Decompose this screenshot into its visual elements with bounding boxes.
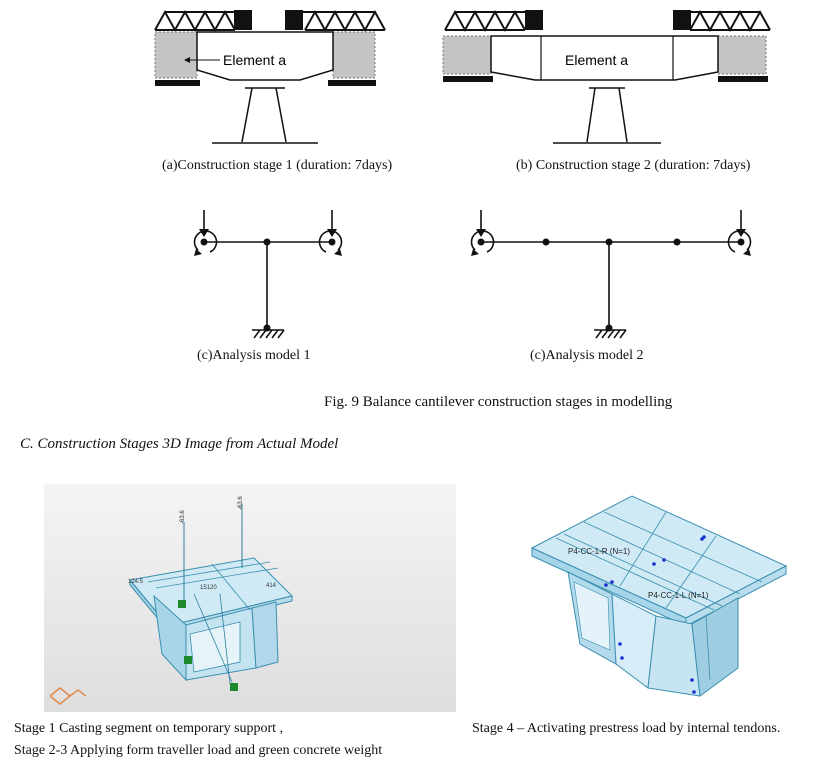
node xyxy=(477,238,485,246)
dimension-label: 414 xyxy=(266,583,277,589)
dimension-label: 15120 xyxy=(200,585,217,591)
node xyxy=(263,238,271,246)
tendon-label-left: P4-CC-1-L (N=1) xyxy=(648,591,709,600)
dimension-label: 124.5 xyxy=(128,579,144,585)
analysis-model-1 xyxy=(193,210,343,339)
node xyxy=(605,324,613,332)
load-arrow-icon xyxy=(327,229,337,237)
pier xyxy=(553,87,661,144)
new-segment-right xyxy=(332,31,376,79)
moment-arrow-icon xyxy=(743,249,751,256)
pier-segment xyxy=(196,31,334,81)
load-label: -63.6 xyxy=(238,496,244,510)
load-label: -63.6 xyxy=(180,510,186,524)
formwork-left xyxy=(443,76,493,82)
support-marker xyxy=(184,656,192,664)
stage2-caption: (b) Construction stage 2 (duration: 7day… xyxy=(516,158,751,173)
new-segment-left xyxy=(154,31,198,79)
stage1-caption: (a)Construction stage 1 (duration: 7days… xyxy=(162,158,393,173)
tendon-dots xyxy=(604,535,706,694)
form-traveller-left xyxy=(444,9,526,33)
node xyxy=(605,238,613,246)
load-arrow-icon xyxy=(199,229,209,237)
axis-triad-icon xyxy=(49,687,87,705)
moment-arrow-icon xyxy=(334,249,342,256)
traveller-block-right xyxy=(673,10,691,30)
model-viewport-right: P4-CC-1-R (N=1) P4-CC-1-L (N=1) xyxy=(516,490,832,710)
left-image-caption: Stage 1 Casting segment on temporary sup… xyxy=(14,718,464,762)
new-segment-left xyxy=(442,35,492,75)
element-a-label: Element a xyxy=(223,52,286,68)
tendon-label-right: P4-CC-1-R (N=1) xyxy=(568,547,630,556)
stage2-diagram: Element a xyxy=(442,9,771,144)
right-image-caption: Stage 4 – Activating prestress load by i… xyxy=(472,721,781,736)
node xyxy=(200,238,208,246)
formwork-right xyxy=(328,80,376,86)
node xyxy=(737,238,745,246)
support-marker xyxy=(230,683,238,691)
model2-caption: (c)Analysis model 2 xyxy=(530,348,644,363)
model-viewport-left: -63.6 -63.6 124.5 15120 414 xyxy=(44,484,456,712)
load-arrow-icon xyxy=(476,229,486,237)
stage1-diagram: Element a xyxy=(154,9,386,144)
new-segment-right xyxy=(717,35,767,75)
traveller-block-right xyxy=(285,10,303,30)
traveller-block-left xyxy=(525,10,543,30)
box-girder-stage4: P4-CC-1-R (N=1) P4-CC-1-L (N=1) xyxy=(530,495,788,697)
left-caption-line2: Stage 2-3 Applying form traveller load a… xyxy=(14,743,383,758)
figure-caption: Fig. 9 Balance cantilever construction s… xyxy=(324,394,673,410)
deck-segments xyxy=(490,35,719,81)
load-arrow-icon xyxy=(736,229,746,237)
formwork-right xyxy=(718,76,768,82)
node xyxy=(263,324,271,332)
formwork-left xyxy=(155,80,200,86)
box-girder-stage1: -63.6 -63.6 124.5 15120 414 xyxy=(49,496,293,705)
analysis-model-2 xyxy=(470,210,752,339)
left-caption-line1: Stage 1 Casting segment on temporary sup… xyxy=(14,721,284,736)
node xyxy=(673,238,681,246)
web-right xyxy=(691,597,739,697)
pier xyxy=(212,87,318,144)
section-heading: C. Construction Stages 3D Image from Act… xyxy=(20,436,339,452)
support-marker xyxy=(178,600,186,608)
form-traveller-left xyxy=(154,9,236,33)
moment-arrow-icon xyxy=(194,249,202,256)
node xyxy=(542,238,550,246)
element-a-label: Element a xyxy=(565,52,628,68)
node xyxy=(328,238,336,246)
pointer-arrow-icon xyxy=(184,57,190,63)
model1-caption: (c)Analysis model 1 xyxy=(197,348,311,363)
moment-arrow-icon xyxy=(471,249,479,256)
traveller-block-left xyxy=(234,10,252,30)
